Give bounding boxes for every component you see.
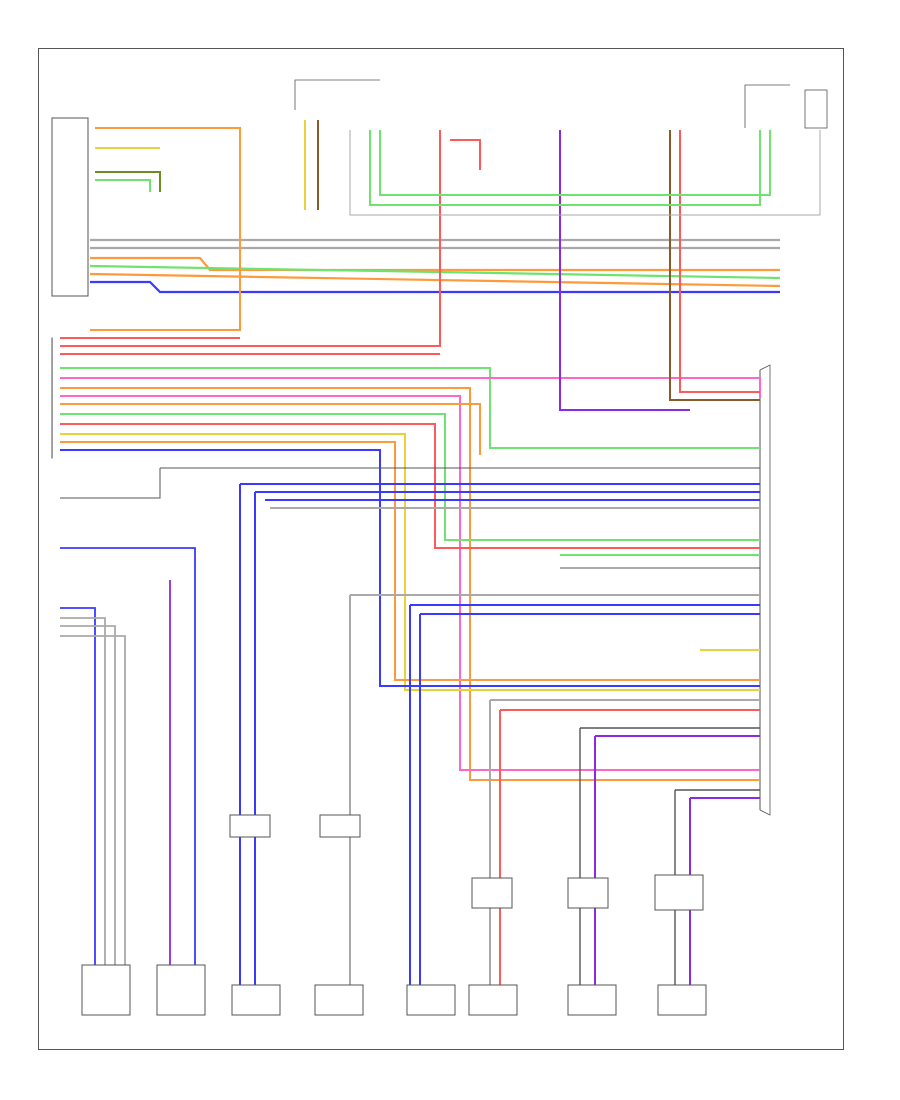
top-vertical-drops [304, 120, 821, 411]
bus-lines-top [89, 238, 781, 294]
middle-right-runs [60, 467, 760, 990]
top-left-stubs [90, 127, 241, 331]
drop-brown-2 [669, 130, 760, 401]
sensor-row-upper [229, 814, 704, 911]
run-red-2 [60, 130, 441, 347]
stub-orange-top [90, 127, 241, 331]
wire-gray-left-3 [60, 635, 126, 980]
wire-gray-left [60, 617, 106, 980]
bottom-modules [81, 964, 707, 1016]
bus-green-1 [89, 264, 781, 280]
run-blue-3 [254, 491, 760, 990]
bus-orange-2 [89, 272, 781, 288]
run-orange-3 [60, 441, 760, 681]
right-connector [759, 364, 771, 816]
lower-left-bundle [60, 130, 761, 781]
stub-olive [95, 171, 161, 192]
run-blue-1 [60, 449, 760, 687]
run-orange-1 [60, 387, 760, 781]
run-red-5 [499, 709, 760, 990]
drop-purple [559, 130, 690, 411]
top-switch-labels [294, 79, 828, 129]
run-gray-2 [349, 594, 760, 990]
drop-green-loop [369, 130, 761, 206]
run-pink-2 [60, 395, 760, 771]
run-green-1 [60, 367, 760, 449]
wire-blue-left [60, 547, 196, 990]
run-yellow-1 [60, 433, 760, 691]
drop-gray-loop [349, 130, 821, 216]
drop-red-2 [450, 139, 481, 170]
run-black-1 [579, 727, 760, 990]
run-blue-2 [239, 483, 760, 990]
run-blue-6 [419, 613, 760, 990]
left-lower-wires [60, 547, 196, 990]
diagram-frame [38, 48, 844, 1050]
drop-green-loop-2 [379, 130, 771, 196]
left-connector [51, 117, 89, 459]
bus-blue-1 [90, 280, 780, 294]
drop-red-3 [679, 130, 760, 393]
run-gray-3 [489, 699, 760, 990]
run-red-4 [60, 423, 760, 549]
run-purple-1 [594, 735, 760, 990]
run-orange-2 [60, 403, 481, 455]
run-blue-5 [409, 604, 760, 990]
stub-green [95, 179, 151, 192]
wire-blue-left-2 [60, 607, 96, 980]
bus-orange-1 [90, 256, 780, 272]
run-green-2 [60, 413, 760, 541]
wire-gray-left-2 [60, 625, 116, 980]
